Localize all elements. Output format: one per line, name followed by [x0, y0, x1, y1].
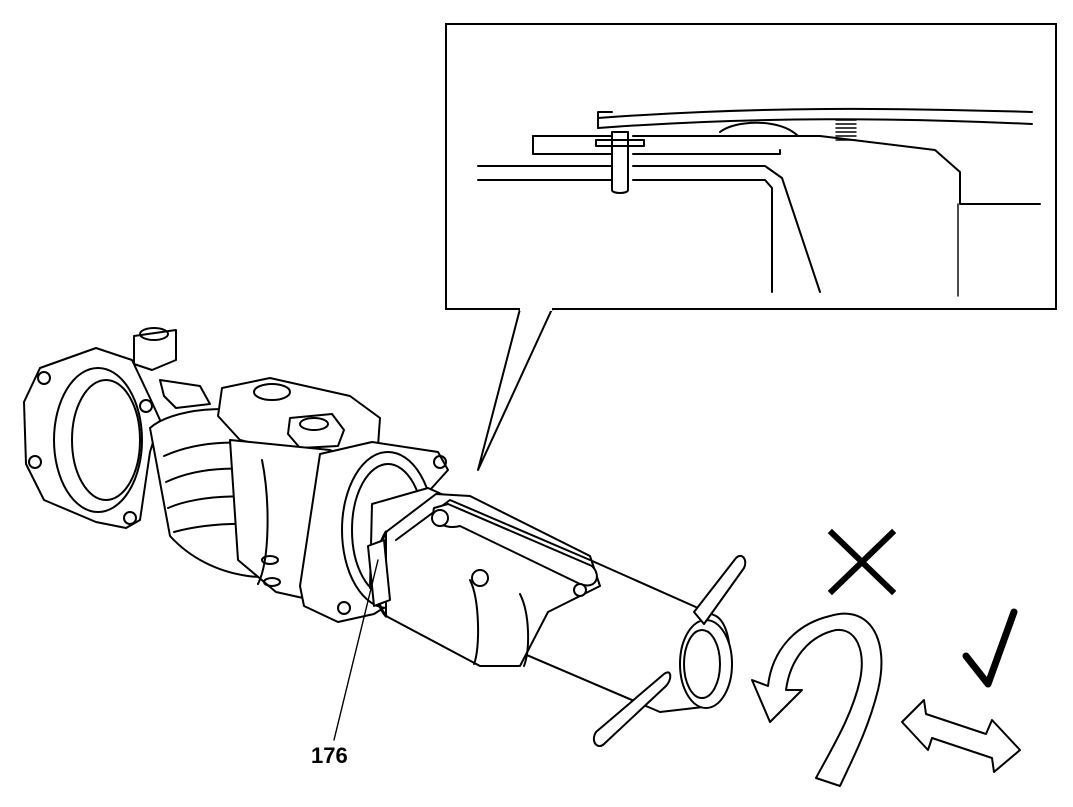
double-arrow-icon — [901, 699, 1021, 773]
inset-leader — [477, 308, 553, 471]
cross-icon — [827, 528, 897, 596]
inset-cross-section — [477, 107, 1041, 297]
callout-176: 176 — [311, 559, 379, 768]
part-number-label: 176 — [311, 743, 348, 768]
tool-176 — [367, 487, 747, 748]
curved-rotate-arrow-icon — [751, 612, 883, 787]
detail-inset — [445, 23, 1057, 471]
check-icon — [962, 608, 1018, 688]
